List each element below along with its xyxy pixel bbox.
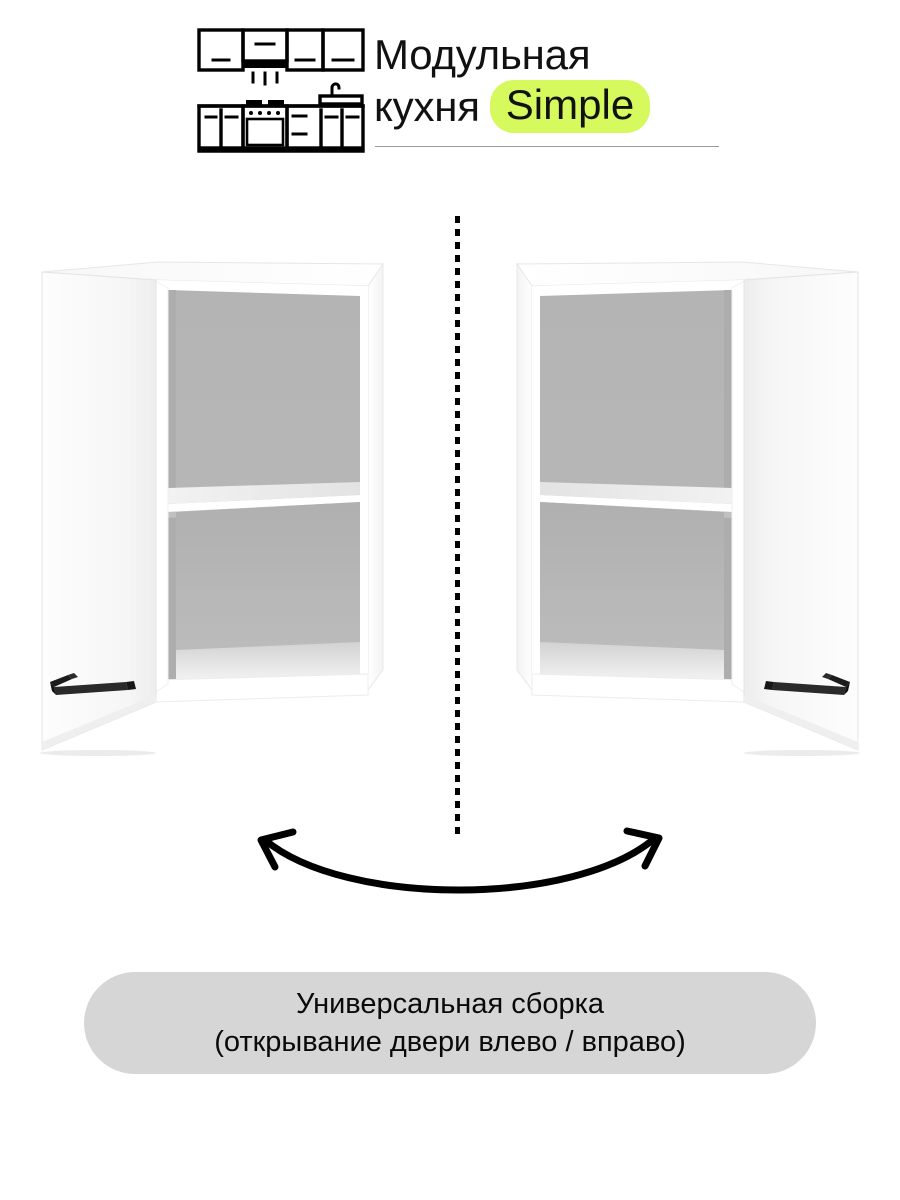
caption-line-1: Универсальная сборка (295, 988, 605, 1020)
modular-kitchen-line-icon (196, 24, 366, 154)
cabinet-left-hinge (28, 250, 428, 810)
caption-pill: Универсальная сборка (открывание двери в… (84, 972, 816, 1074)
brand-line-2-word: кухня (374, 82, 480, 130)
door-handle-left (50, 673, 136, 695)
double-headed-curved-arrow (235, 812, 685, 902)
brand-line-1: Модульная (374, 31, 591, 78)
brand-underline-rule (375, 146, 719, 147)
vertical-dotted-mirror-line (455, 216, 460, 838)
cabinet-right-hinge (472, 250, 872, 810)
product-image-stage (0, 250, 900, 810)
brand-title: Модульная кухня Simple (374, 30, 794, 133)
door-handle-right (764, 673, 850, 695)
brand-badge-simple: Simple (489, 80, 651, 133)
brand-line-2-row: кухня Simple (374, 80, 794, 133)
header-banner: Модульная кухня Simple (0, 0, 900, 180)
caption-line-2: (открывание двери влево / вправо) (214, 1026, 686, 1058)
